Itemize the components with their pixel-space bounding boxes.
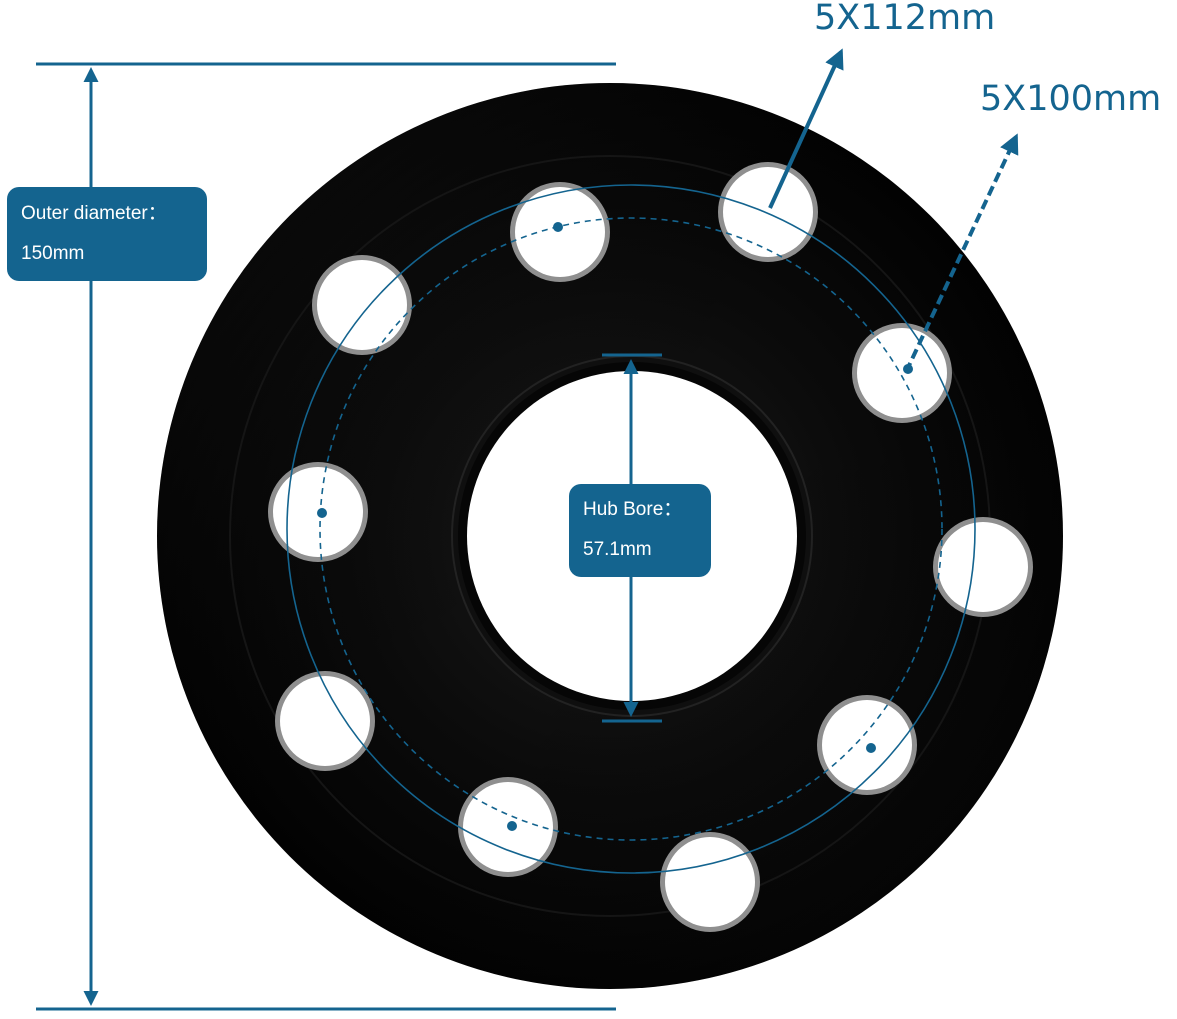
hub-bore-label: Hub Bore： <box>583 499 683 520</box>
pcd-112-circle <box>286 184 976 874</box>
pcd-100-circle <box>319 217 943 841</box>
leader-arrow-icon <box>768 48 844 209</box>
bolt-pattern-100-label: 5X100mm <box>980 79 1162 119</box>
outer-diameter-callout: Outer diameter： 150mm <box>7 187 207 281</box>
bolt-hole <box>510 182 610 282</box>
bolt-hole <box>275 671 375 771</box>
bolt-hole <box>718 162 818 262</box>
outer-diameter-label: Outer diameter： <box>21 203 167 224</box>
bolt-hole <box>933 517 1033 617</box>
outer-diameter-value: 150mm <box>21 243 85 264</box>
bolt-hole <box>660 832 760 932</box>
leader-arrow-icon <box>904 133 1019 373</box>
bolt-hole <box>312 255 412 355</box>
hub-bore-callout: Hub Bore： 57.1mm <box>569 484 711 577</box>
hub-bore-value: 57.1mm <box>583 539 652 560</box>
bolt-pattern-112-label: 5X112mm <box>814 0 996 38</box>
